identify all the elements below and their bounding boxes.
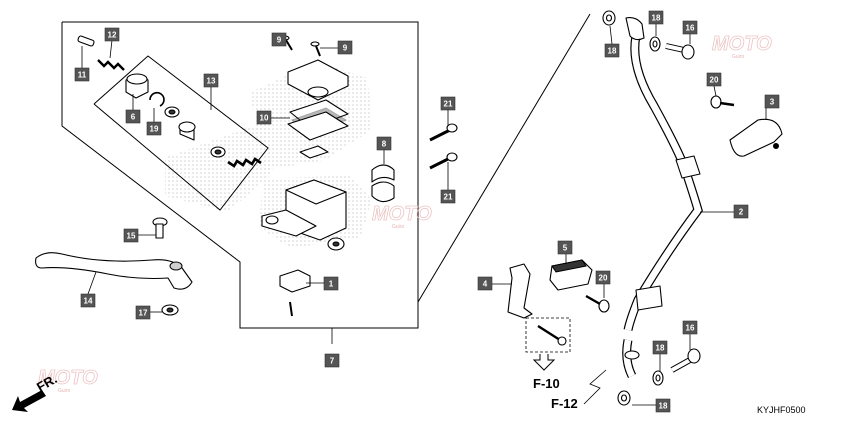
svg-text:MOTO: MOTO	[38, 367, 98, 389]
svg-text:8: 8	[382, 140, 387, 149]
part-bracket-4	[507, 263, 533, 319]
part-screws-9	[280, 35, 321, 57]
callouts: 12 11 6 19 13 10 9 9 1 7 15 14 17 8 21 2…	[74, 10, 780, 413]
direction-arrow: FR.	[12, 371, 60, 412]
callout-1: 1	[323, 276, 339, 291]
callout-21a: 21	[440, 96, 456, 111]
svg-text:3: 3	[770, 98, 775, 107]
part-brake-hose-2	[622, 17, 703, 379]
svg-text:9: 9	[277, 36, 282, 45]
callout-8a: 8	[376, 136, 392, 151]
reference-f12: F-12	[551, 396, 578, 411]
svg-text:15: 15	[127, 232, 136, 241]
part-washers-18	[602, 10, 664, 406]
part-holder-8	[371, 164, 395, 203]
reference-f10: F-10	[533, 376, 560, 391]
callout-12: 12	[104, 27, 120, 42]
svg-text:10: 10	[260, 114, 269, 123]
callout-20b: 20	[595, 270, 611, 285]
callout-14: 14	[80, 293, 96, 308]
part-piston-13	[164, 106, 262, 168]
callout-16b: 16	[682, 320, 698, 335]
svg-text:18: 18	[608, 47, 617, 56]
part-brake-switch	[279, 269, 311, 317]
svg-text:16: 16	[686, 24, 695, 33]
watermark-logo: MOTO Guiro MOTO Guiro MOTO Guiro	[38, 33, 773, 394]
callout-17: 17	[135, 305, 151, 320]
svg-text:Guiro: Guiro	[392, 224, 404, 230]
svg-text:21: 21	[444, 100, 453, 109]
svg-text:12: 12	[108, 31, 117, 40]
part-reference-bolt-box	[525, 317, 571, 371]
callout-7: 7	[324, 353, 340, 368]
callout-3: 3	[764, 94, 780, 109]
svg-text:5: 5	[563, 244, 568, 253]
part-reservoir-cap	[287, 59, 349, 101]
callout-9b: 9	[337, 40, 353, 55]
part-circlip-19	[149, 91, 165, 107]
callout-10: 10	[256, 110, 272, 125]
part-bolts-21	[429, 123, 458, 170]
callout-20a: 20	[706, 72, 722, 87]
callout-9a: 9	[271, 32, 287, 47]
svg-text:6: 6	[131, 113, 136, 122]
callout-18b: 18	[648, 10, 664, 25]
reference-labels: F-10 F-12	[533, 369, 607, 411]
callout-18a: 18	[604, 43, 620, 58]
svg-text:MOTO: MOTO	[372, 203, 432, 225]
callout-13: 13	[203, 73, 219, 88]
part-screw-11	[77, 35, 95, 47]
callout-19: 19	[146, 121, 162, 136]
svg-text:4: 4	[483, 280, 488, 289]
part-master-cylinder-body	[261, 179, 347, 251]
part-diaphragm-10	[287, 99, 349, 141]
svg-text:MOTO: MOTO	[712, 33, 772, 55]
part-clamp-3	[729, 118, 783, 157]
callout-11: 11	[74, 67, 90, 82]
svg-text:1: 1	[329, 280, 334, 289]
callout-6: 6	[125, 109, 141, 124]
part-brake-lever-14	[35, 252, 193, 290]
callout-18d: 18	[655, 398, 671, 413]
callout-15: 15	[123, 228, 139, 243]
part-spring-12	[97, 59, 125, 71]
part-connector-5	[549, 259, 593, 291]
svg-text:11: 11	[78, 71, 87, 80]
callout-21b: 21	[440, 189, 456, 204]
svg-text:18: 18	[659, 402, 668, 411]
callout-4: 4	[477, 276, 493, 291]
svg-text:2: 2	[739, 208, 744, 217]
callout-2: 2	[733, 204, 749, 219]
assembly-frame	[61, 13, 591, 329]
svg-text:13: 13	[207, 77, 216, 86]
svg-text:Guiro: Guiro	[58, 388, 70, 394]
svg-text:17: 17	[139, 309, 148, 318]
svg-text:21: 21	[444, 193, 453, 202]
part-boot-6	[125, 73, 149, 99]
svg-text:19: 19	[150, 125, 159, 134]
callout-16a: 16	[682, 20, 698, 35]
callout-18c: 18	[652, 340, 668, 355]
callout-5: 5	[557, 240, 573, 255]
svg-text:20: 20	[599, 274, 608, 283]
svg-text:18: 18	[652, 14, 661, 23]
svg-text:16: 16	[686, 324, 695, 333]
svg-text:Guiro: Guiro	[732, 54, 744, 60]
svg-text:9: 9	[343, 44, 348, 53]
svg-text:7: 7	[330, 357, 335, 366]
part-pivot-bolt-15	[152, 217, 168, 239]
svg-text:20: 20	[710, 76, 719, 85]
part-plate	[299, 145, 329, 159]
part-nut-17	[161, 304, 179, 316]
svg-text:14: 14	[84, 297, 93, 306]
diagram-code: KYJHF0500	[757, 405, 806, 415]
part-bolts-16	[665, 43, 701, 373]
svg-text:18: 18	[656, 344, 665, 353]
